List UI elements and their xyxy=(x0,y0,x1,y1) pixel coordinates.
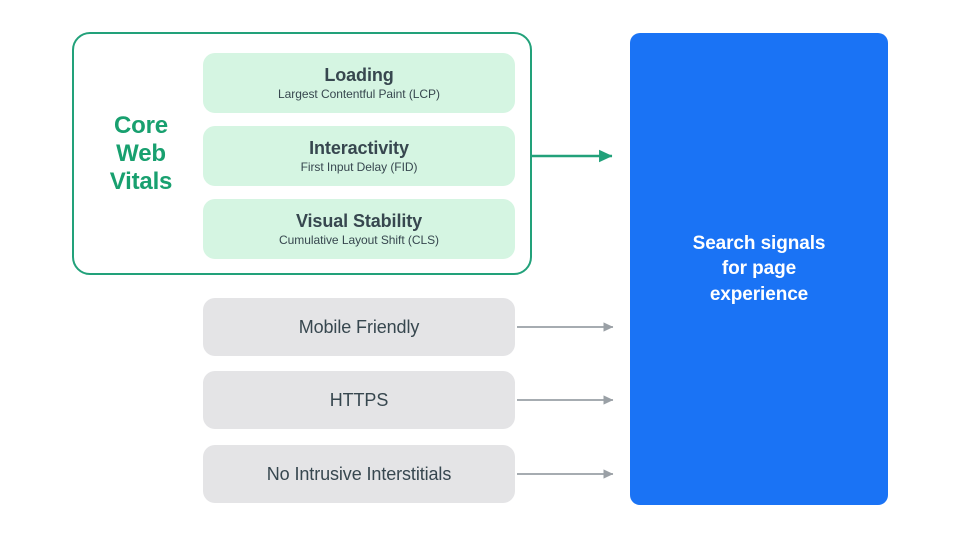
core-web-vitals-label-line-1: Core xyxy=(114,112,168,139)
vital-card-subtitle: Largest Contentful Paint (LCP) xyxy=(278,86,440,101)
search-signals-panel-text: Search signals for page experience xyxy=(692,232,826,305)
vital-card-title: Visual Stability xyxy=(295,210,423,231)
signal-card-https[interactable]: HTTPS xyxy=(203,371,515,429)
signal-card-label: Mobile Friendly xyxy=(298,316,420,337)
vital-card-title: Interactivity xyxy=(309,137,409,158)
signal-card-label: HTTPS xyxy=(329,389,389,410)
signal-card-label: No Intrusive Interstitials xyxy=(266,463,452,484)
core-web-vitals-label-line-2: Web xyxy=(116,139,166,167)
signal-card-mobile-friendly[interactable]: Mobile Friendly xyxy=(203,298,515,356)
signal-card-no-intrusive-interstitials[interactable]: No Intrusive Interstitials xyxy=(203,445,515,503)
vital-card-interactivity[interactable]: Interactivity First Input Delay (FID) xyxy=(203,126,515,186)
core-web-vitals-label: Core Web Vitals xyxy=(92,112,190,195)
search-signals-panel[interactable]: Search signals for page experience xyxy=(630,33,888,505)
vital-card-subtitle: First Input Delay (FID) xyxy=(300,159,418,174)
vital-card-visual-stability[interactable]: Visual Stability Cumulative Layout Shift… xyxy=(203,199,515,259)
core-web-vitals-label-line-3: Vitals xyxy=(109,167,173,195)
vital-card-subtitle: Cumulative Layout Shift (CLS) xyxy=(279,232,439,247)
vital-card-loading[interactable]: Loading Largest Contentful Paint (LCP) xyxy=(203,53,515,113)
vital-card-title: Loading xyxy=(324,64,394,85)
